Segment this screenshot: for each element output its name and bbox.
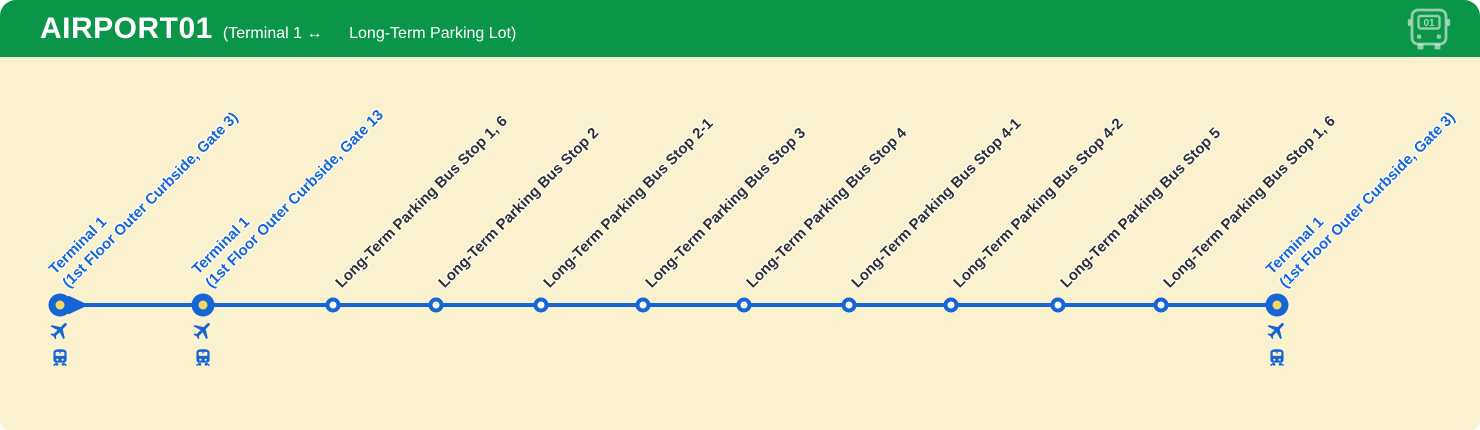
- airplane-icon: [193, 322, 210, 340]
- stop-name: Long-Term Parking Bus Stop 3: [642, 124, 810, 292]
- stop-marker[interactable]: [428, 297, 444, 313]
- stop-label[interactable]: Long-Term Parking Bus Stop 2-1: [540, 114, 718, 292]
- train-icon: [1270, 349, 1284, 366]
- stop-marker[interactable]: [1153, 297, 1169, 313]
- stop-name: Long-Term Parking Bus Stop 4-2: [950, 115, 1127, 292]
- stop-name: Long-Term Parking Bus Stop 4-1: [848, 115, 1025, 292]
- route-map: Terminal 1 (1st Floor Outer Curbside, Ga…: [0, 57, 1480, 430]
- route-header: AIRPORT01 (Terminal 1 ↔ Long-Term Parkin…: [0, 0, 1480, 57]
- stop-marker[interactable]: [533, 297, 549, 313]
- airplane-icon: [50, 322, 67, 340]
- route-title-group: AIRPORT01 (Terminal 1 ↔ Long-Term Parkin…: [40, 0, 516, 44]
- route-line: [60, 303, 1277, 307]
- terminal-stop-marker[interactable]: [48, 293, 72, 317]
- route-description: (Terminal 1 ↔ Long-Term Parking Lot): [222, 25, 517, 42]
- transfer-icons: [1266, 319, 1289, 368]
- stop-label[interactable]: Long-Term Parking Bus Stop 3: [642, 124, 810, 292]
- airplane-icon: [1267, 322, 1284, 340]
- transfer-icons: [192, 319, 215, 368]
- stop-label[interactable]: Long-Term Parking Bus Stop 4-2: [950, 114, 1128, 292]
- stop-name: Long-Term Parking Bus Stop 2-1: [540, 115, 717, 292]
- bus-badge-number: 01: [1423, 18, 1435, 29]
- stop-label[interactable]: Long-Term Parking Bus Stop 4-1: [848, 114, 1026, 292]
- stop-marker[interactable]: [1050, 297, 1066, 313]
- stop-marker[interactable]: [736, 297, 752, 313]
- stop-marker[interactable]: [325, 297, 341, 313]
- train-icon: [196, 349, 210, 366]
- stop-name: Terminal 1: [1262, 213, 1328, 278]
- route-number: AIRPORT01: [40, 12, 213, 45]
- terminal-stop-marker[interactable]: [1265, 293, 1289, 317]
- bus-icon: 01: [1407, 8, 1451, 50]
- stop-label[interactable]: Terminal 1 (1st Floor Outer Curbside, Ga…: [1262, 95, 1459, 292]
- stop-marker[interactable]: [841, 297, 857, 313]
- terminal-stop-marker[interactable]: [191, 293, 215, 317]
- stop-marker[interactable]: [635, 297, 651, 313]
- transfer-icons: [49, 319, 72, 368]
- train-icon: [53, 349, 67, 366]
- stop-marker[interactable]: [943, 297, 959, 313]
